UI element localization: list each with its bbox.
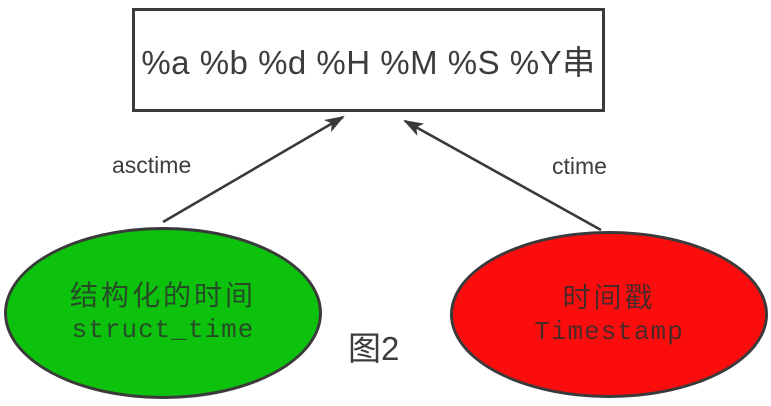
timestamp-node: 时间戳 Timestamp bbox=[450, 231, 768, 398]
struct-time-node: 结构化的时间 struct_time bbox=[4, 227, 322, 399]
figure-caption: 图2 bbox=[348, 330, 400, 367]
asctime-edge-label: asctime bbox=[112, 152, 192, 178]
ctime-edge-label: ctime bbox=[552, 153, 607, 179]
timestamp-subtitle: Timestamp bbox=[534, 316, 684, 347]
struct-time-title: 结构化的时间 bbox=[69, 279, 256, 312]
timestamp-title: 时间戳 bbox=[562, 280, 656, 314]
struct-time-subtitle: struct_time bbox=[71, 315, 255, 345]
format-string-box: %a %b %d %H %M %S %Y串 bbox=[132, 8, 605, 112]
format-string-label: %a %b %d %H %M %S %Y串 bbox=[141, 44, 596, 81]
